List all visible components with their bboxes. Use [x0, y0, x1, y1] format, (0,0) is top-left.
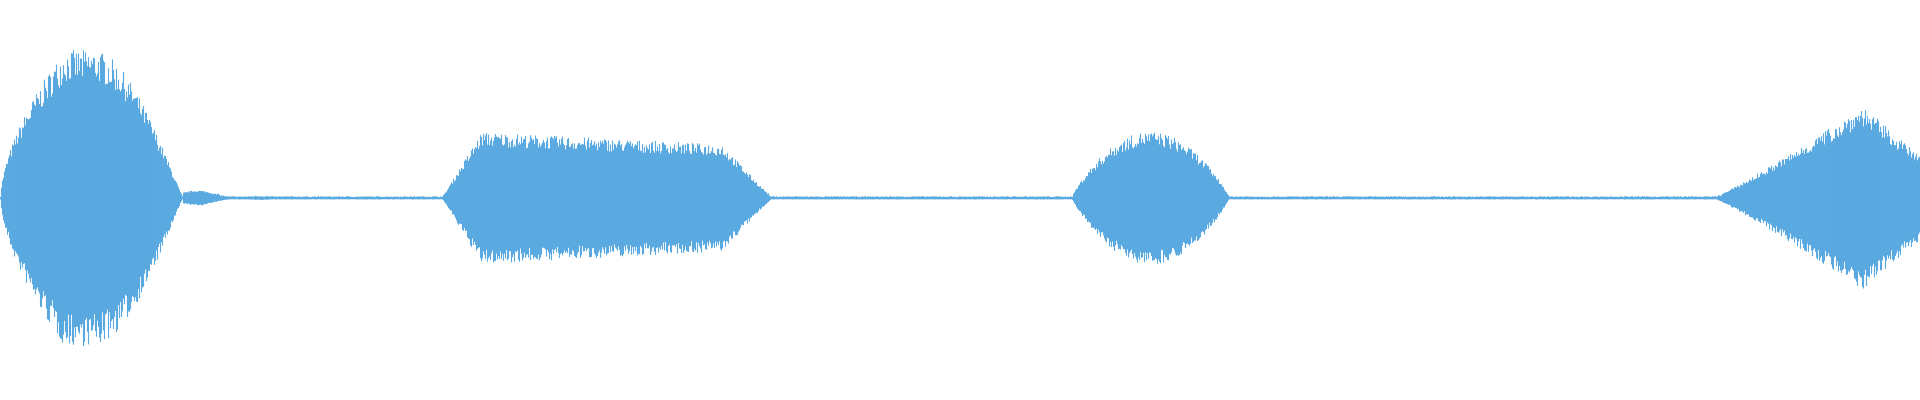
waveform-bars	[0, 50, 1920, 346]
